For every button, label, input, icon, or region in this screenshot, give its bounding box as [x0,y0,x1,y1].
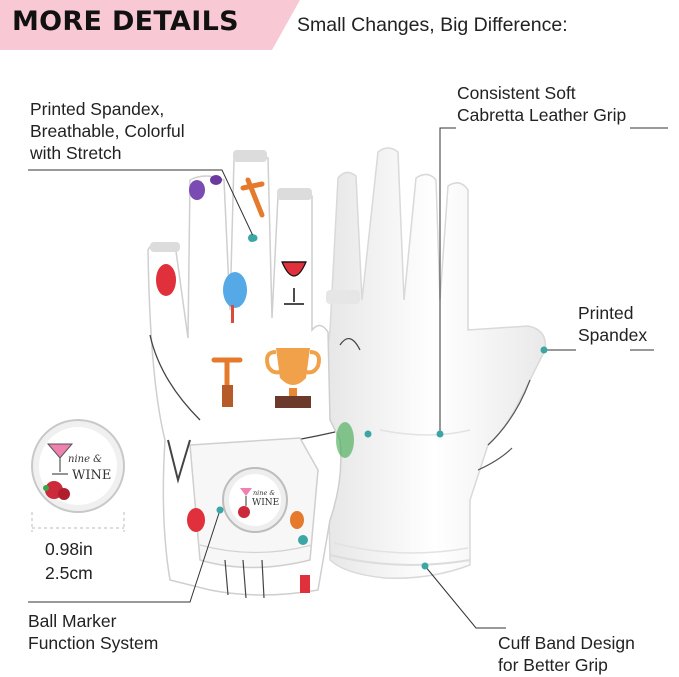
callout-lines [28,127,668,629]
marker-size-cm: 2.5cm [45,563,93,583]
printed-glove [147,150,361,599]
callout-printed-spandex-main: Printed Spandex, Breathable, Colorful wi… [30,99,185,163]
palm-glove [323,147,547,579]
ball-marker-enlarged [31,419,125,513]
callout-printed-spandex-back: Printed Spandex [578,303,648,345]
callout-cuff-band: Cuff Band Design for Better Grip [498,633,635,675]
measurement-bracket [31,512,125,532]
callout-ball-marker: Ball Marker Function System [28,611,159,653]
ball-marker-on-glove [222,467,288,533]
header-banner [0,0,300,50]
callout-dots [216,234,548,570]
marker-size-inches: 0.98in [45,539,93,559]
glove-marker-text-line1: nine & [253,489,276,497]
callout-cabretta-grip: Consistent Soft Cabretta Leather Grip [457,83,627,125]
marker-text-line2: WINE [72,468,112,483]
marker-text-line1: nine & [68,454,103,465]
page-title: MORE DETAILS [12,6,239,37]
page-subtitle: Small Changes, Big Difference: [297,14,568,36]
glove-marker-text-line2: WINE [252,498,280,508]
